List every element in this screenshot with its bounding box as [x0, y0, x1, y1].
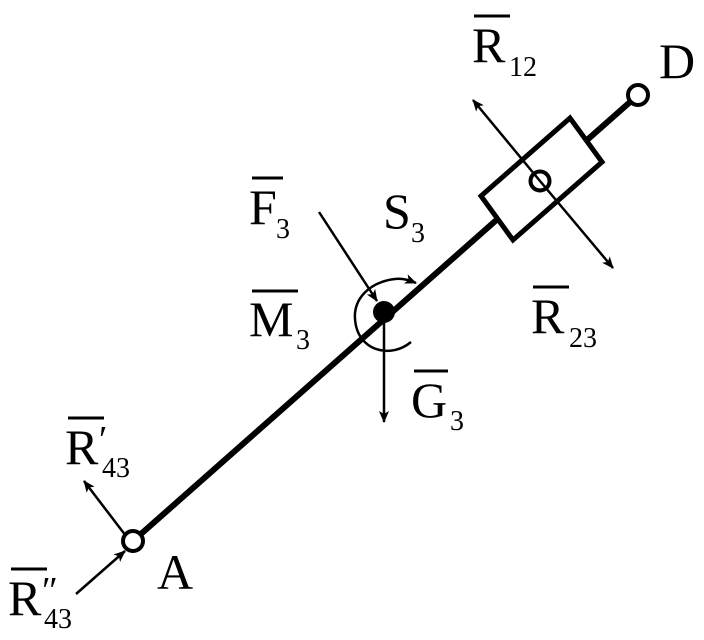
label-r43-double-prime-mark: ″ [42, 570, 58, 612]
label-r12-letter: R [472, 17, 506, 73]
label-f3-sub: 3 [276, 214, 290, 245]
label-r23-sub: 23 [569, 323, 597, 354]
label-g3-sub: 3 [450, 406, 464, 437]
force-arrow-f3 [317, 211, 379, 302]
force-arrow-r23 [539, 180, 614, 269]
label-r12-sub: 12 [509, 52, 537, 83]
label-m3-sub: 3 [296, 325, 310, 356]
label-f3-letter: F [249, 179, 277, 235]
joint-a [121, 529, 145, 553]
force-arrow-r43-prime [83, 480, 127, 537]
center-of-mass-s3 [373, 301, 395, 323]
moment-arc-m3 [353, 274, 417, 353]
label-r23: R 23 [531, 285, 597, 354]
label-m3: M 3 [249, 289, 310, 356]
label-s3-letter: S [383, 183, 411, 239]
force-arrow-r12 [472, 99, 541, 182]
label-g3-letter: G [411, 372, 447, 428]
label-r43-prime-letter: R [65, 419, 99, 475]
force-arrow-r43-double-prime [75, 550, 126, 595]
label-r43-prime-mark: ′ [99, 419, 107, 461]
label-point-a: A [157, 544, 193, 600]
label-f3: F 3 [249, 176, 290, 245]
label-s3: S 3 [383, 183, 425, 249]
label-r43-double-prime: R ″ 43 [8, 567, 72, 635]
label-r43-prime: R ′ 43 [65, 416, 130, 484]
label-r43-prime-sub: 43 [102, 453, 130, 484]
label-r43-double-prime-letter: R [8, 570, 42, 626]
label-r12: R 12 [472, 14, 537, 83]
label-g3: G 3 [411, 369, 464, 437]
label-s3-sub: 3 [411, 218, 425, 249]
label-point-d: D [659, 33, 695, 89]
joint-d [626, 83, 650, 107]
label-r23-letter: R [531, 288, 565, 344]
label-m3-letter: M [249, 291, 293, 347]
label-r43-double-prime-sub: 43 [44, 604, 72, 635]
